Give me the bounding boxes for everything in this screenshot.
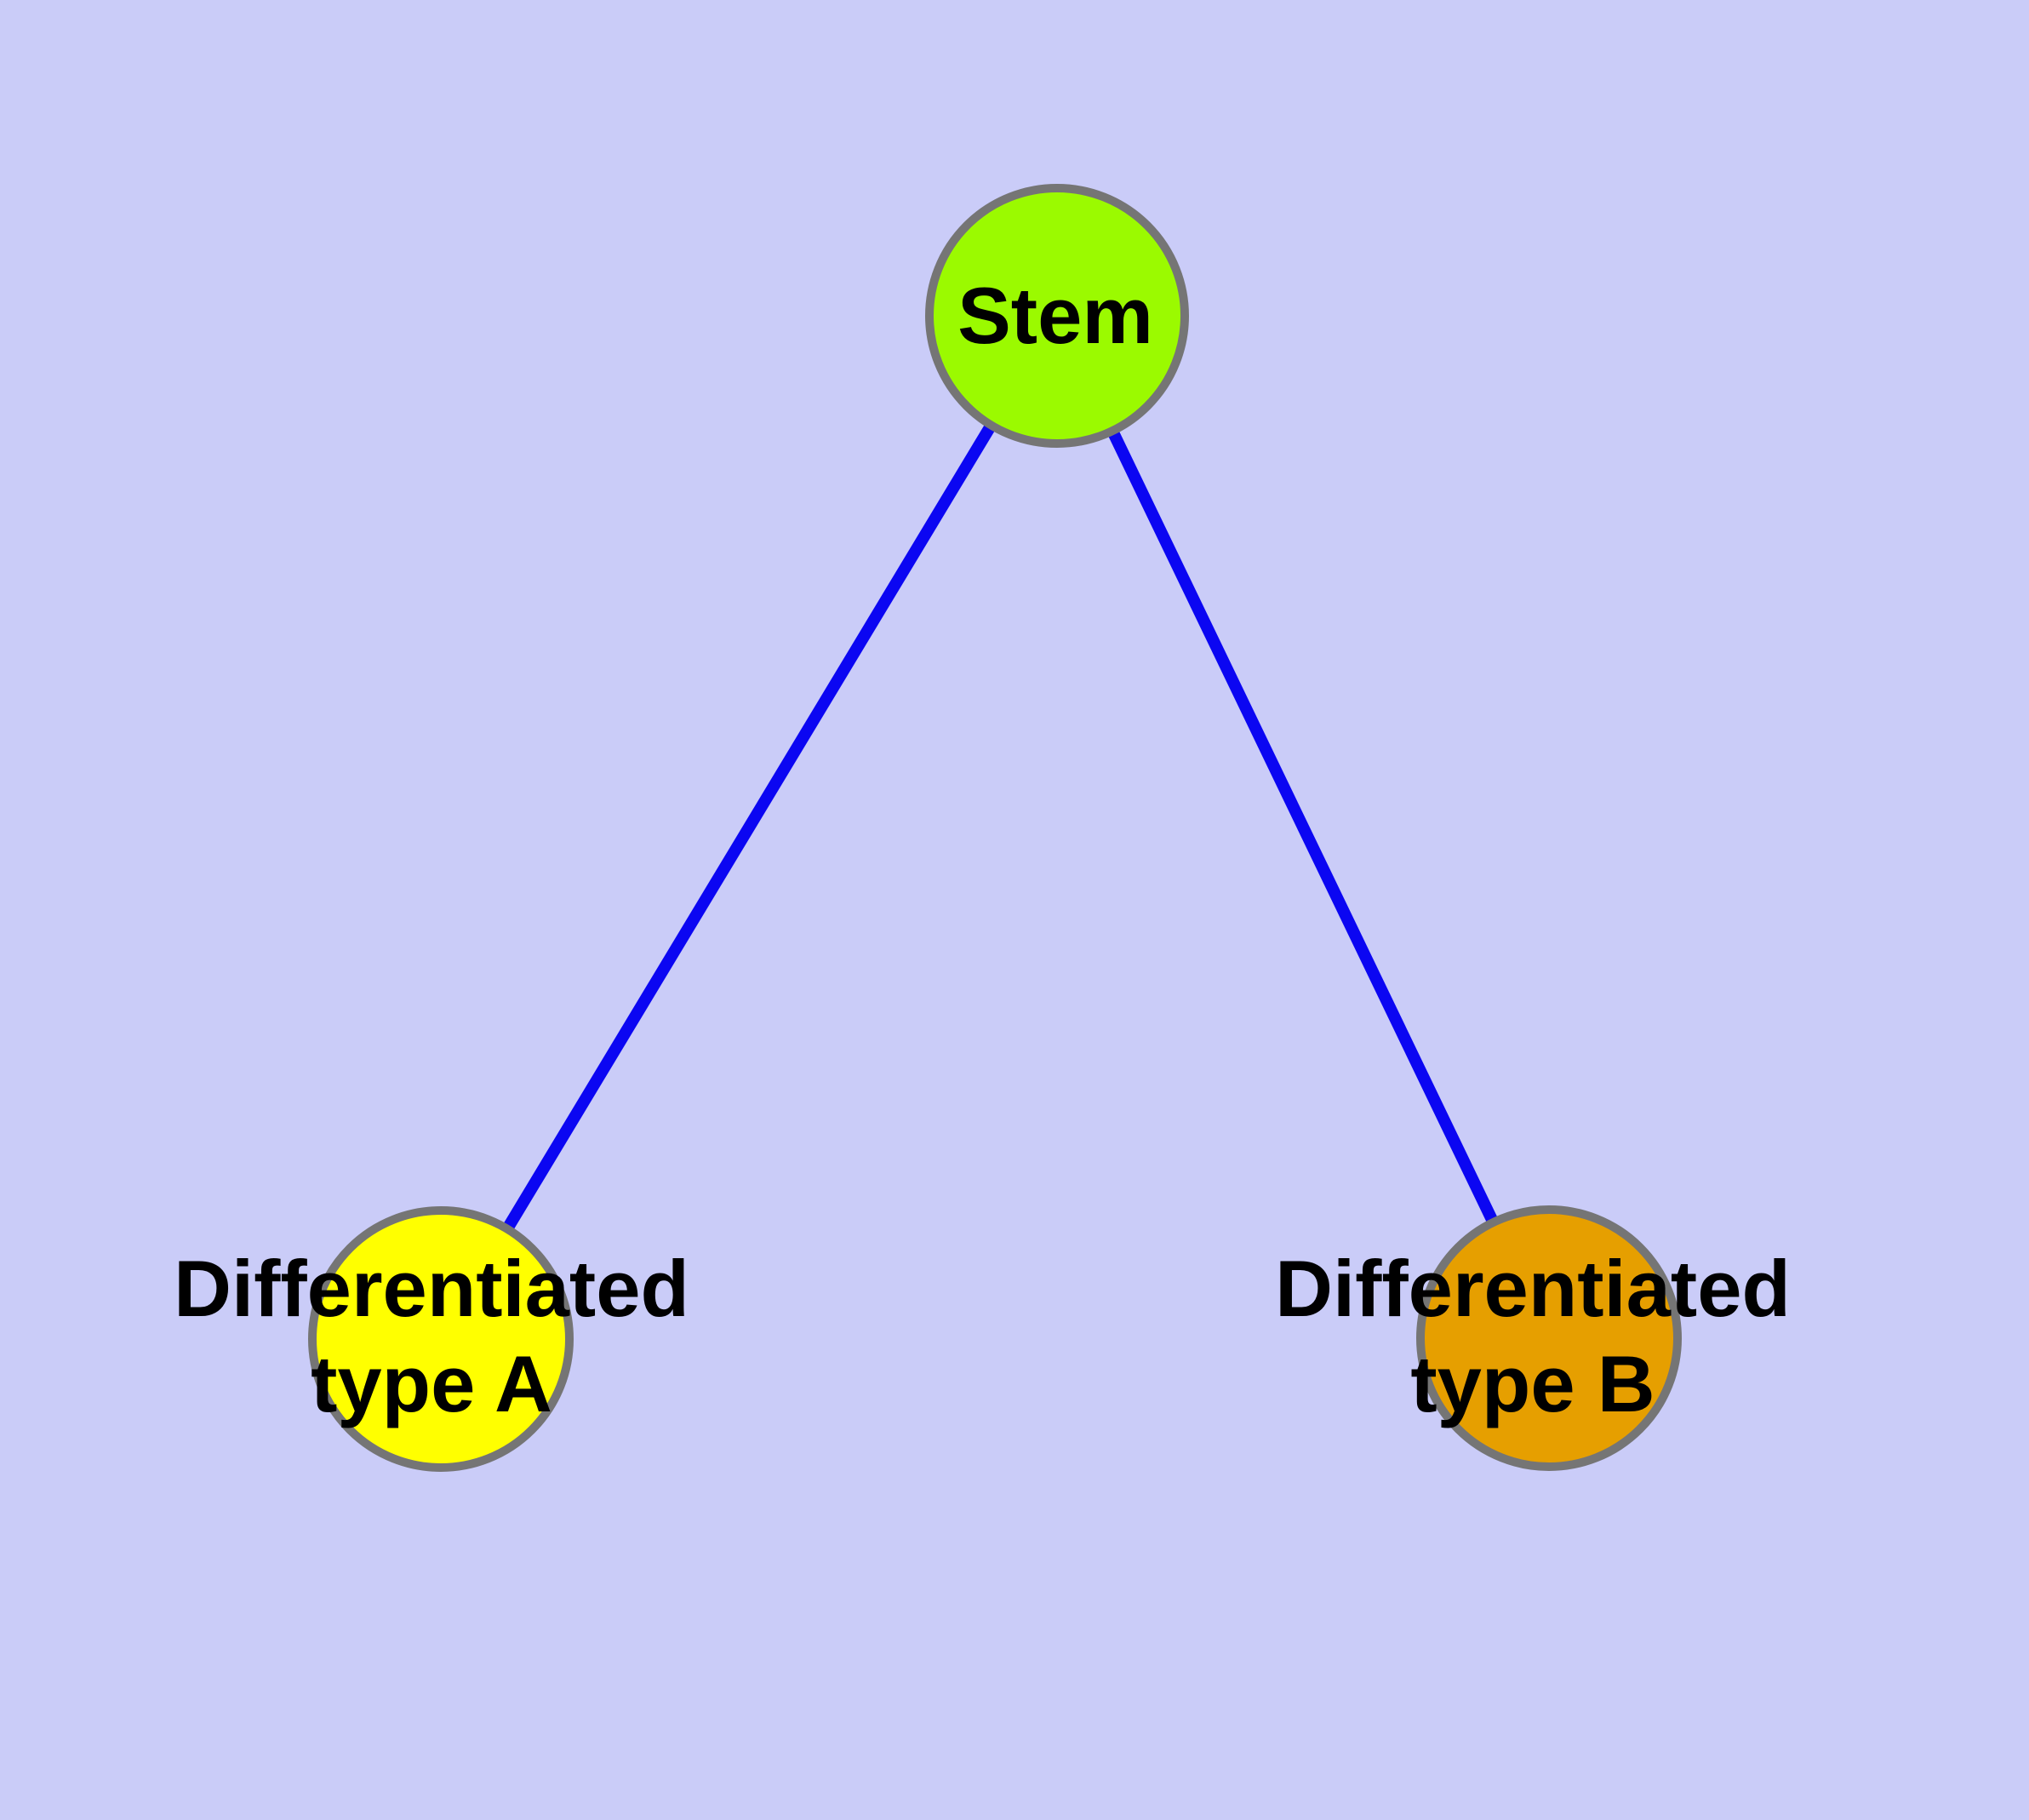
label-line-2: type B <box>1410 1339 1655 1428</box>
edge-stem-to-type-a <box>436 312 1062 1342</box>
node-differentiated-type-b-circle <box>1416 1205 1682 1471</box>
node-differentiated-type-a-label: Differentiated type A <box>174 1241 689 1432</box>
label-line-1: Differentiated <box>1275 1244 1791 1333</box>
node-stem-circle <box>925 184 1189 448</box>
label-line-2: type A <box>311 1339 552 1428</box>
label-line-1: Differentiated <box>174 1244 689 1333</box>
node-differentiated-type-a-circle <box>308 1206 574 1472</box>
node-stem-label: Stem <box>957 271 1153 360</box>
node-differentiated-type-b-label: Differentiated type B <box>1275 1241 1791 1432</box>
edge-stem-to-type-b <box>1051 312 1555 1342</box>
